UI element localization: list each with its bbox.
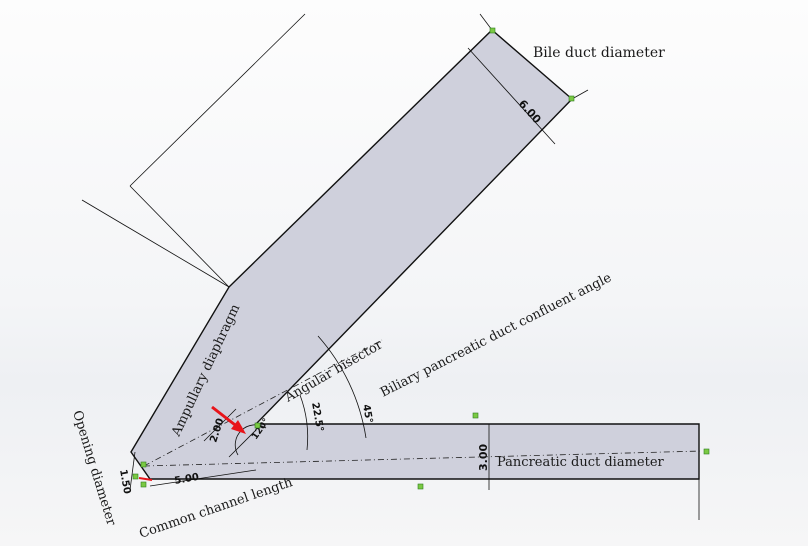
opening-highlight (138, 477, 153, 481)
sketch-node[interactable] (132, 473, 139, 480)
ampulla-dimension-line (228, 429, 257, 458)
sketch-node[interactable] (472, 412, 479, 419)
bile-duct-diameter-label: Bile duct diameter (533, 45, 665, 61)
extension-line (479, 13, 493, 31)
half-angle-value[interactable]: 22.5° (309, 402, 325, 433)
sketch-node[interactable] (568, 95, 575, 102)
sketch-node[interactable] (254, 422, 261, 429)
common-channel-dimension-line (149, 469, 257, 487)
construction-line (81, 199, 230, 288)
sketch-node[interactable] (140, 461, 147, 468)
pancreatic-centerline (143, 450, 703, 467)
ampulla-dimension-line (203, 408, 237, 442)
construction-line (129, 185, 230, 288)
common-channel-length-label: Common channel length (137, 475, 295, 542)
construction-line (129, 13, 306, 187)
common-channel-value[interactable]: 5.00 (174, 472, 200, 487)
extension-line (571, 89, 589, 100)
sketch-node[interactable] (703, 448, 710, 455)
sketch-node[interactable] (140, 481, 147, 488)
half-angle-arc (299, 394, 309, 451)
confluent-angle-value[interactable]: 45° (360, 404, 374, 425)
sketch-node[interactable] (417, 483, 424, 490)
angular-bisector-centerline (143, 339, 383, 467)
opening-dimension-line (129, 451, 136, 491)
opening-value[interactable]: 1.50 (117, 469, 132, 495)
confluent-angle-label: Biliary pancreatic duct confluent angle (378, 270, 614, 400)
confluent-angle-arc (317, 335, 367, 439)
sketch-node[interactable] (489, 27, 496, 34)
bile-duct-dimension-line (467, 47, 556, 145)
red-arrow-icon (231, 420, 246, 434)
pancreatic-duct-diameter-label: Pancreatic duct diameter (497, 455, 665, 470)
opening-diameter-label: Opening diameter (69, 409, 118, 528)
